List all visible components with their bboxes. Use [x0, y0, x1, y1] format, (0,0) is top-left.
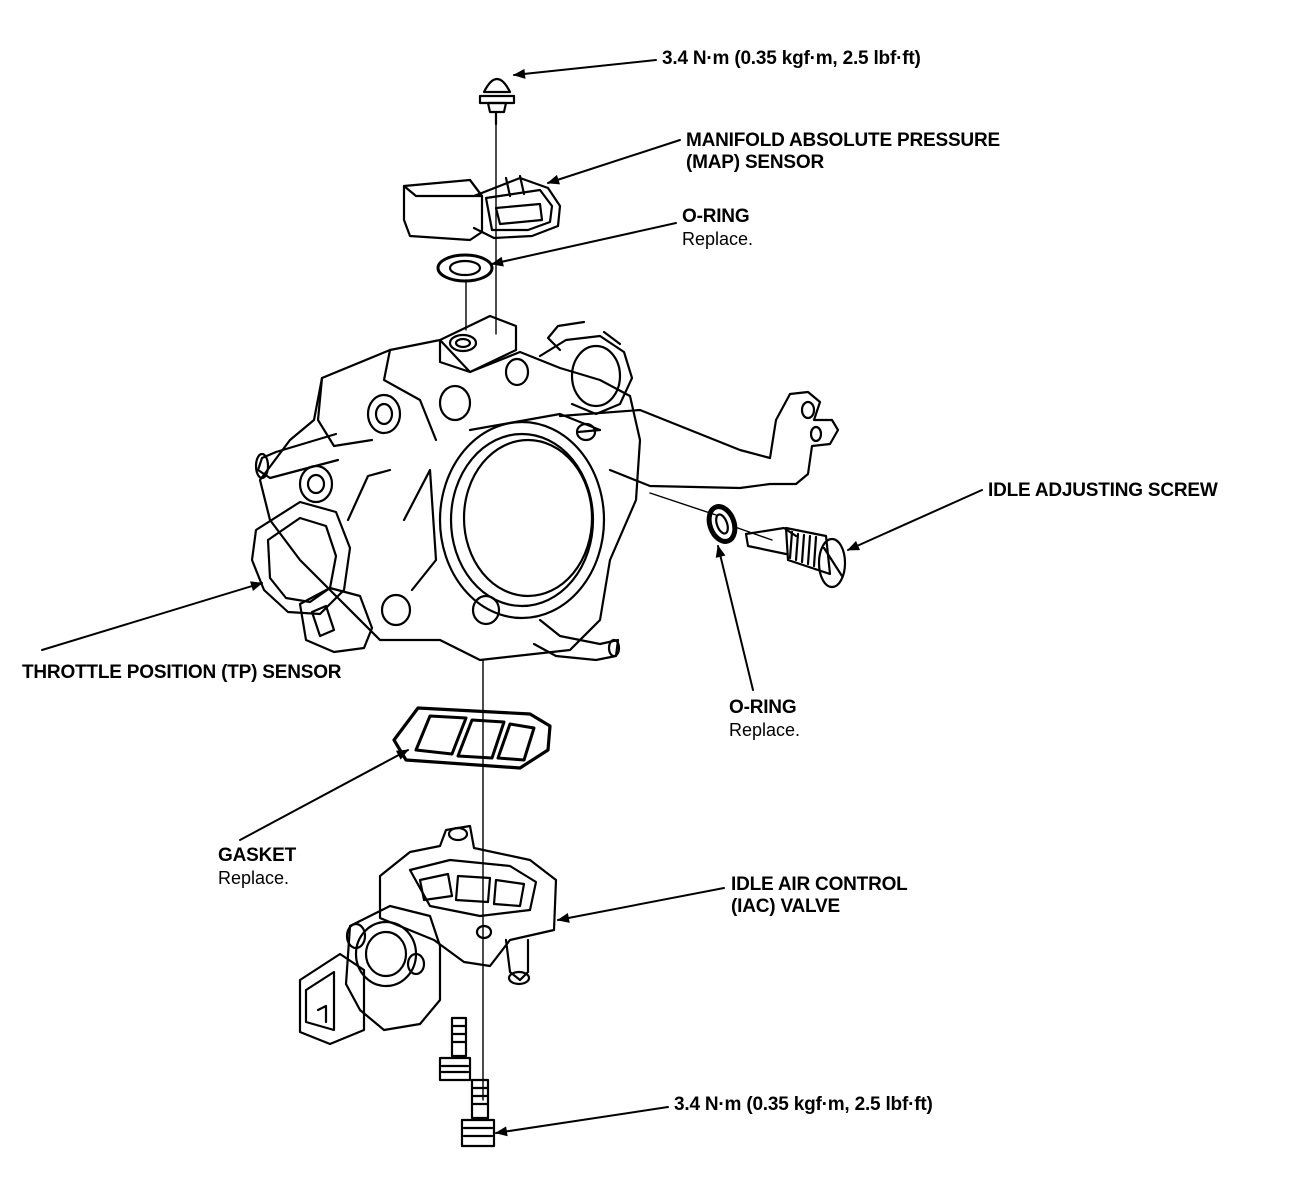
leader-map-sensor [547, 139, 681, 185]
tp-sensor-label: THROTTLE POSITION (TP) SENSOR [22, 662, 342, 683]
assembly-axis [465, 117, 773, 1101]
torque-label-top: 3.4 N·m (0.35 kgf·m, 2.5 lbf·ft) [662, 48, 921, 69]
map-sensor-icon [402, 174, 562, 242]
o-ring-top-icon [436, 253, 494, 283]
leader-iac-valve [557, 887, 725, 923]
iac-valve-label-line2: (IAC) VALVE [731, 896, 840, 917]
iac-valve-icon [298, 824, 558, 1046]
o-ring-right-label: O-RING Replace. [729, 697, 800, 741]
o-ring-right-icon [706, 504, 738, 544]
throttle-body-icon [250, 314, 840, 662]
o-ring-right-title: O-RING [729, 697, 797, 718]
gasket-icon [392, 706, 552, 770]
iac-bolt-left-icon [438, 1016, 472, 1082]
o-ring-right-note: Replace. [729, 720, 801, 740]
leader-lines [41, 59, 983, 1137]
map-sensor-label: MANIFOLD ABSOLUTE PRESSURE (MAP) SENSOR [686, 130, 1000, 174]
o-ring-top-label: O-RING Replace. [682, 206, 753, 250]
leader-o-ring-top [491, 222, 677, 267]
o-ring-top-title: O-RING [682, 206, 750, 227]
iac-valve-label-line1: IDLE AIR CONTROL [731, 874, 908, 895]
map-sensor-label-line1: MANIFOLD ABSOLUTE PRESSURE [686, 130, 1000, 151]
gasket-label: GASKET Replace. [218, 845, 296, 889]
map-sensor-label-line2: (MAP) SENSOR [686, 152, 824, 173]
leader-torque-bottom [495, 1106, 669, 1137]
leader-gasket [239, 749, 409, 841]
flange-bolt-icon [478, 77, 516, 126]
iac-valve-label: IDLE AIR CONTROL (IAC) VALVE [731, 874, 908, 918]
leader-o-ring-right [715, 545, 754, 691]
idle-adjusting-screw-icon [744, 526, 847, 589]
leader-idle-screw [847, 489, 983, 551]
leader-torque-top [513, 59, 657, 79]
leader-tp-sensor [41, 581, 263, 651]
torque-label-bottom: 3.4 N·m (0.35 kgf·m, 2.5 lbf·ft) [674, 1094, 933, 1115]
iac-bolt-right-icon [460, 1078, 496, 1148]
gasket-note: Replace. [218, 868, 290, 888]
gasket-title: GASKET [218, 845, 296, 866]
idle-adjusting-screw-label: IDLE ADJUSTING SCREW [988, 480, 1218, 501]
o-ring-top-note: Replace. [682, 229, 754, 249]
